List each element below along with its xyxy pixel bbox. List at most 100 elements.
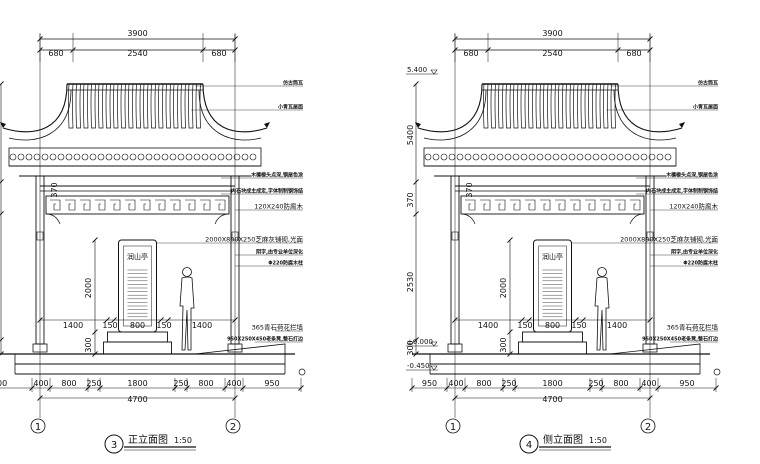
- dimension-inner-3: 150: [156, 321, 171, 330]
- dimension-tick: [507, 329, 513, 335]
- drawing-scale: 1:50: [589, 436, 607, 445]
- stele-inner-frame: [123, 245, 152, 327]
- dimension-tick: [413, 81, 419, 87]
- axis-bubble: [445, 418, 461, 434]
- tile-end-disc: [57, 153, 65, 161]
- fret-motif: [170, 199, 181, 211]
- fret-motif: [540, 199, 551, 211]
- figure-body: [179, 276, 195, 351]
- roof-tile-rib: [105, 83, 111, 129]
- bench-ramp: [609, 343, 701, 355]
- roof-tile-rib: [580, 83, 586, 129]
- dimension-tick: [70, 47, 76, 53]
- annotation-label-1: 小青瓦屋面: [693, 104, 718, 111]
- fret-motif: [465, 199, 476, 211]
- roof-tile-rib: [550, 83, 556, 129]
- stele-inscription: 润山亭: [127, 252, 148, 261]
- roof-tile-rib: [603, 83, 609, 129]
- axis-bubble: [640, 418, 656, 434]
- tile-end-disc: [480, 153, 488, 161]
- dimension-tick: [485, 47, 491, 53]
- fret-motif: [140, 199, 151, 211]
- dimension-stele-height: 2000: [499, 278, 508, 298]
- annotation-label-7: Φ220防腐木柱: [268, 260, 303, 267]
- tile-end-disc: [664, 153, 672, 161]
- annotation-label-7: Φ220防腐木柱: [683, 260, 718, 267]
- fret-motif: [50, 199, 61, 211]
- roof-tile-rib: [135, 83, 141, 129]
- tile-end-disc: [241, 153, 249, 161]
- dimension-bottom-2: 250: [86, 379, 101, 388]
- roof-tile-rib: [535, 83, 541, 129]
- lattice-frieze: [40, 185, 235, 225]
- tile-end-disc: [193, 153, 201, 161]
- dimension-left-1: 370: [406, 192, 415, 207]
- roof-tile-rib: [143, 83, 149, 129]
- tile-end-disc: [185, 153, 193, 161]
- dimension-tick: [615, 47, 621, 53]
- human-figure: [179, 267, 195, 351]
- tile-end-disc: [217, 153, 225, 161]
- annotation-label-0: 仿古筒瓦: [698, 80, 718, 87]
- axis-label-1: 2: [230, 422, 236, 433]
- tile-end-disc: [432, 153, 440, 161]
- tile-end-disc: [161, 153, 169, 161]
- roof-tile-rib: [528, 83, 534, 129]
- fret-motif: [95, 199, 106, 211]
- tile-end-disc: [81, 153, 89, 161]
- dimension-bottom-6: 400: [226, 379, 241, 388]
- tile-end-disc: [169, 153, 177, 161]
- fret-motif: [480, 199, 491, 211]
- annotation-label-5: 2000X800X250芝麻灰铺砌,光面: [620, 235, 718, 244]
- tile-end-disc: [73, 153, 81, 161]
- dimension-top-left: 680: [48, 49, 63, 58]
- tile-end-disc: [249, 153, 257, 161]
- tile-end-disc: [584, 153, 592, 161]
- tile-end-disc: [440, 153, 448, 161]
- tile-end-disc: [624, 153, 632, 161]
- dimension-tick: [111, 317, 117, 323]
- tile-end-disc: [121, 153, 129, 161]
- level-value-2: -0.450: [407, 362, 430, 370]
- tile-end-disc: [464, 153, 472, 161]
- tile-end-disc: [153, 153, 161, 161]
- tile-end-disc: [504, 153, 512, 161]
- tile-end-disc: [177, 153, 185, 161]
- roof-tile-rib: [595, 83, 601, 129]
- platform: [412, 343, 721, 376]
- dimension-bottom-5: 250: [588, 379, 603, 388]
- dimension-tick: [413, 211, 419, 217]
- dimension-inner-1: 150: [102, 321, 117, 330]
- eave-curve-left-inner: [8, 89, 72, 141]
- stele-inscription: 润山亭: [542, 252, 563, 261]
- dimension-bottom-1: 800: [61, 379, 76, 388]
- roof-tile-rib: [498, 83, 504, 129]
- tile-end-disc: [49, 153, 57, 161]
- dimension-tick: [165, 317, 171, 323]
- tile-end-disc: [608, 153, 616, 161]
- tile-end-disc: [25, 153, 33, 161]
- bracket-right: [214, 213, 230, 225]
- eave-curve-left: [417, 83, 483, 133]
- figure-body: [594, 276, 610, 351]
- annotation-label-9: 950X250X450老条凳,整石打边: [642, 336, 719, 343]
- dimension-tick: [507, 237, 513, 243]
- bracket-left: [460, 213, 476, 225]
- stele-inner-frame: [538, 245, 567, 327]
- roof-group: [0, 83, 270, 177]
- dimension-bottom-3: 250: [501, 379, 516, 388]
- dimension-tick: [580, 317, 586, 323]
- tile-end-disc: [640, 153, 648, 161]
- fret-motif: [155, 199, 166, 211]
- frieze-frame: [460, 195, 645, 215]
- dimension-tick: [92, 351, 98, 357]
- figure-head: [182, 267, 192, 277]
- eave-tip-left: [415, 122, 421, 128]
- dimension-tick: [104, 317, 110, 323]
- dimension-inner-4: 1400: [192, 321, 212, 330]
- dimension-frieze-240: 370: [465, 182, 474, 197]
- fret-motif: [630, 199, 641, 211]
- tile-end-disc: [225, 153, 233, 161]
- dimension-bottom-7: 400: [641, 379, 656, 388]
- tile-end-disc: [209, 153, 217, 161]
